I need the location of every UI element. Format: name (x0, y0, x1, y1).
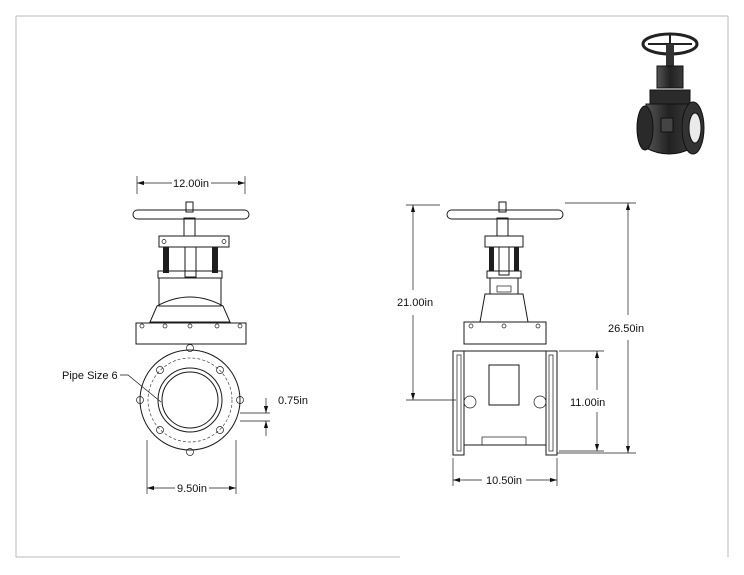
front-view (132, 201, 250, 456)
side-view (446, 201, 564, 456)
pipe-size-label: Pipe Size 6 (62, 370, 118, 382)
dim-side-total-height: 26.50in (557, 202, 644, 454)
flange-thickness-label: 0.75in (278, 395, 308, 407)
valve-3d-thumbnail (636, 32, 705, 155)
dim-front-bottom-width: 9.50in (146, 440, 237, 495)
front-bottom-width-label: 9.50in (177, 483, 207, 495)
side-total-height-label: 26.50in (608, 323, 644, 335)
dim-side-length: 10.50in (452, 458, 558, 487)
side-body-height-label: 21.00in (397, 297, 433, 309)
dim-side-body-height: 21.00in (397, 204, 456, 401)
side-flange-height-label: 11.00in (570, 397, 605, 409)
front-top-width-label: 12.00in (173, 178, 209, 190)
dim-flange-thickness: 0.75in (240, 395, 308, 436)
dim-front-top-width: 12.00in (136, 176, 246, 194)
sheet-frame (15, 15, 729, 558)
dim-side-flange-height: 11.00in (559, 350, 605, 452)
side-length-label: 10.50in (486, 475, 522, 487)
pipe-size-callout: Pipe Size 6 (62, 370, 162, 403)
